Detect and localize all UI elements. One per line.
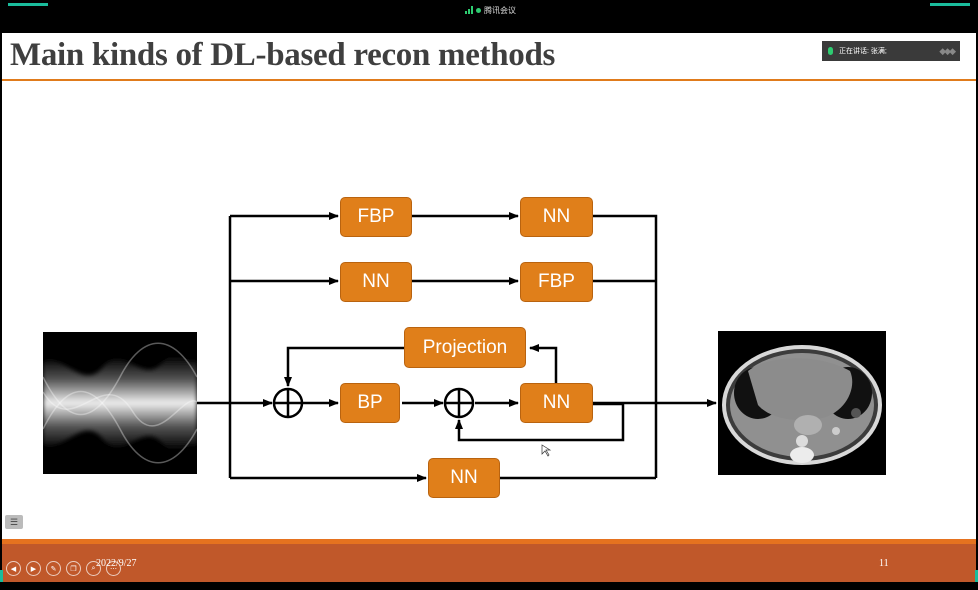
- nn-box-row2: NN: [340, 262, 412, 302]
- pen-icon[interactable]: ✎: [46, 561, 61, 576]
- slide-date: 2022/9/27: [96, 558, 137, 569]
- recording-dot-icon: [476, 7, 481, 13]
- audio-wave-icon: ◆◆◆: [939, 45, 956, 56]
- title-divider: [2, 79, 976, 81]
- recon-diagram: [197, 212, 717, 482]
- speaking-indicator: 正在讲话: 张满; ◆◆◆: [822, 41, 960, 61]
- mic-icon: [828, 47, 833, 55]
- meeting-status-text: 腾讯会议: [484, 5, 516, 15]
- speaker-name: 正在讲话: 张满;: [839, 48, 887, 55]
- fbp-box-row1: FBP: [340, 197, 412, 237]
- meeting-top-bar: 腾讯会议: [0, 0, 978, 33]
- more-icon[interactable]: ⋯: [106, 561, 121, 576]
- arrow-nn-to-projection: [529, 344, 558, 383]
- meeting-status[interactable]: 腾讯会议: [465, 4, 516, 16]
- window-corner-marker: [0, 570, 3, 582]
- arrow-feedback-loop: [455, 402, 625, 442]
- signal-icon: [465, 6, 473, 14]
- bp-box: BP: [340, 383, 400, 423]
- list-icon[interactable]: ☰: [5, 515, 23, 529]
- mouse-cursor-icon: [541, 444, 552, 457]
- output-bus-line: [593, 214, 658, 478]
- nn-box-row4: NN: [428, 458, 500, 498]
- meeting-bottom-bar: [0, 582, 978, 590]
- copy-icon[interactable]: ❐: [66, 561, 81, 576]
- slide-title: Main kinds of DL-based recon methods: [10, 37, 556, 73]
- slide: Main kinds of DL-based recon methods 正在讲…: [2, 33, 976, 539]
- slide-footer: ◀ ▶ ✎ ❐ ⌕ ⋯ 2022/9/27 11: [2, 539, 976, 582]
- prev-icon[interactable]: ◀: [6, 561, 21, 576]
- projection-box: Projection: [404, 327, 526, 368]
- zoom-icon[interactable]: ⌕: [86, 561, 101, 576]
- window-corner-marker: [975, 570, 978, 582]
- sinogram-image: [43, 332, 197, 474]
- slide-page-number: 11: [879, 558, 889, 569]
- arrow-projection-to-sum: [284, 346, 404, 387]
- footer-divider: [2, 539, 976, 544]
- nn-box-row3: NN: [520, 383, 593, 423]
- fbp-box-row2: FBP: [520, 262, 593, 302]
- nn-box-row1: NN: [520, 197, 593, 237]
- window-corner-marker: [8, 3, 48, 6]
- ct-image: [718, 331, 886, 475]
- window-corner-marker: [930, 3, 970, 6]
- presentation-controls: ◀ ▶ ✎ ❐ ⌕ ⋯: [6, 561, 121, 576]
- next-icon[interactable]: ▶: [26, 561, 41, 576]
